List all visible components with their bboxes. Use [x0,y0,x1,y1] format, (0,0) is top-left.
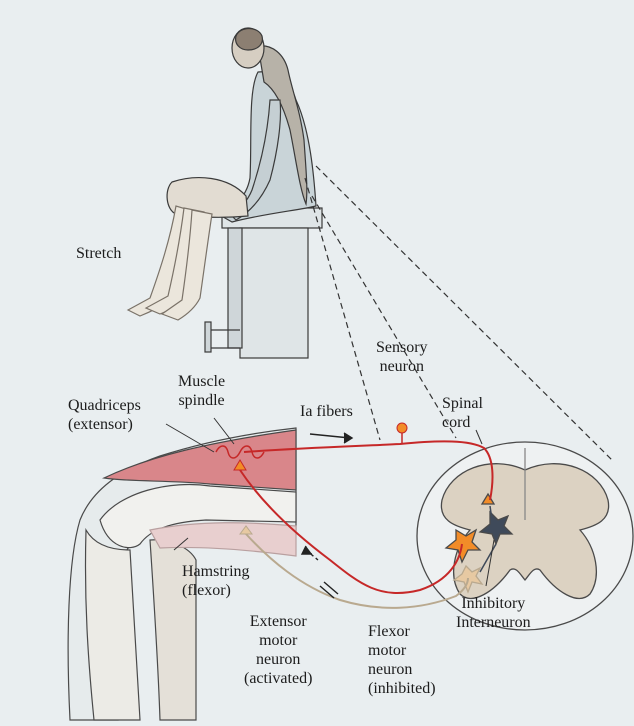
inhibitory-line1: Inhibitory [456,594,531,613]
inhibitory-line2: Interneuron [456,613,531,632]
label-hamstring: Hamstring (flexor) [182,562,250,600]
sensory-neuron-line2: neuron [376,357,428,376]
signal-arrows [302,433,352,598]
lower-leg-ghosts [128,206,212,320]
spinal-cord-line1: Spinal [442,394,483,413]
flexor-line3: neuron [368,660,436,679]
brain-icon [236,29,263,51]
tibia-bone [85,530,140,720]
hamstring-line2: (flexor) [182,581,250,600]
label-ia-fibers: Ia fibers [300,402,353,421]
flexor-line2: motor [368,641,436,660]
spinal-cord-line2: cord [442,413,483,432]
ia-fibers-text: Ia fibers [300,402,353,421]
label-sensory-neuron: Sensory neuron [376,338,428,376]
label-flexor-motor-neuron: Flexor motor neuron (inhibited) [368,622,436,698]
muscle-spindle-line1: Muscle [178,372,225,391]
label-extensor-motor-neuron: Extensor motor neuron (activated) [244,612,312,688]
extensor-line1: Extensor [244,612,312,631]
chair [205,208,322,358]
muscle-spindle-line2: spindle [178,391,225,410]
extensor-line3: neuron [244,650,312,669]
label-muscle-spindle: Muscle spindle [178,372,225,410]
seated-person [128,28,322,358]
extensor-line2: motor [244,631,312,650]
label-quadriceps: Quadriceps (extensor) [68,396,141,434]
quadriceps-line2: (extensor) [68,415,141,434]
flexor-line1: Flexor [368,622,436,641]
flexor-line4: (inhibited) [368,679,436,698]
label-spinal-cord: Spinal cord [442,394,483,432]
extensor-line4: (activated) [244,669,312,688]
sensory-neuron-cell-body [397,423,407,433]
sensory-neuron-line1: Sensory [376,338,428,357]
stretch-text: Stretch [76,244,121,263]
label-stretch: Stretch [76,244,121,263]
label-inhibitory-interneuron: Inhibitory Interneuron [456,594,531,632]
quadriceps-line1: Quadriceps [68,396,141,415]
hamstring-line1: Hamstring [182,562,250,581]
